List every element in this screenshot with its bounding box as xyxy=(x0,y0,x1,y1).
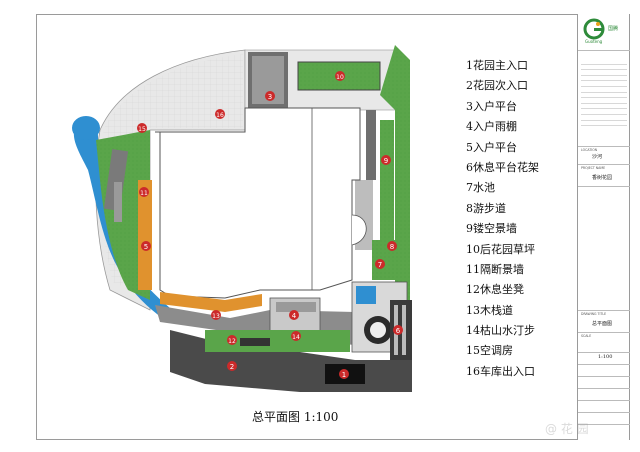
plan-markers: 1 2 3 4 5 6 7 8 9 10 11 12 13 14 15 16 xyxy=(137,71,403,379)
marker-3: 3 xyxy=(265,91,275,101)
marker-16: 16 xyxy=(215,109,225,119)
legend-item: 7水池 xyxy=(466,181,495,195)
site-plan: 1 2 3 4 5 6 7 8 9 10 11 12 13 14 15 16 xyxy=(72,45,412,392)
svg-text:6: 6 xyxy=(396,327,401,335)
legend-item: 15空调房 xyxy=(466,344,513,358)
legend-item: 13木栈道 xyxy=(466,303,513,317)
pond xyxy=(72,116,100,140)
marker-5: 5 xyxy=(141,241,151,251)
marker-13: 13 xyxy=(211,310,221,320)
wooden-deck-south xyxy=(160,292,262,312)
svg-text:14: 14 xyxy=(292,334,300,341)
svg-text:16: 16 xyxy=(216,112,224,119)
legend-item: 5入户平台 xyxy=(466,140,517,154)
svg-text:Guoteng: Guoteng xyxy=(585,39,603,44)
location-label: LOCATION xyxy=(581,148,598,152)
watermark: @ 花 园 xyxy=(545,422,589,436)
marker-12: 12 xyxy=(227,335,237,345)
drawing-title-value: 总平面图 xyxy=(592,321,613,327)
legend-item: 2花园次入口 xyxy=(466,79,528,93)
svg-text:15: 15 xyxy=(138,126,146,133)
marker-10: 10 xyxy=(335,71,345,81)
marker-14: 14 xyxy=(291,331,301,341)
building-footprint xyxy=(155,107,361,299)
project-value: 香树花园 xyxy=(592,175,613,181)
svg-text:13: 13 xyxy=(212,313,220,320)
stream-water xyxy=(73,122,175,322)
marker-11: 11 xyxy=(139,187,149,197)
right-garden-strip xyxy=(380,45,410,300)
svg-text:1: 1 xyxy=(342,371,346,379)
svg-text:3: 3 xyxy=(268,93,272,101)
svg-text:8: 8 xyxy=(390,243,394,251)
plan-title: 总平面图 1:100 xyxy=(252,410,339,424)
svg-text:11: 11 xyxy=(140,190,148,197)
legend-item: 3入户平台 xyxy=(466,99,517,113)
svg-text:10: 10 xyxy=(336,74,344,81)
marker-15: 15 xyxy=(137,123,147,133)
marker-1: 1 xyxy=(339,369,349,379)
svg-text:7: 7 xyxy=(378,261,382,269)
notes-block xyxy=(581,62,627,131)
legend-item: 14枯山水汀步 xyxy=(466,324,535,338)
svg-text:12: 12 xyxy=(228,338,236,345)
svg-text:5: 5 xyxy=(144,243,148,251)
drawing-title-label: DRAWING TITLE xyxy=(581,312,607,316)
svg-text:4: 4 xyxy=(292,312,297,320)
marker-7: 7 xyxy=(375,259,385,269)
legend-item: 1花园主入口 xyxy=(466,59,528,72)
legend-item: 8游步道 xyxy=(466,201,506,215)
marker-9: 9 xyxy=(381,155,391,165)
scale-value: 1:100 xyxy=(598,354,613,360)
legend-item: 16车库出入口 xyxy=(466,364,535,378)
wooden-deck-west xyxy=(138,180,152,290)
legend-item: 10后花园草坪 xyxy=(466,242,535,256)
marker-6: 6 xyxy=(393,325,403,335)
title-block: 国腾 Guoteng LOCATION 沙河 PROJECT NAME 香树花园… xyxy=(577,14,630,440)
legend-item: 4入户雨棚 xyxy=(466,120,517,134)
project-label: PROJECT NAME xyxy=(581,166,606,170)
marker-8: 8 xyxy=(387,241,397,251)
svg-text:9: 9 xyxy=(384,157,388,165)
company-logo: 国腾 Guoteng xyxy=(583,18,618,44)
svg-text:2: 2 xyxy=(230,363,234,371)
legend-list: 1花园主入口 2花园次入口 3入户平台 4入户雨棚 5入户平台 6休息平台花架 … xyxy=(466,56,576,382)
legend-item: 12休息坐凳 xyxy=(466,283,524,297)
legend-item: 9镂空景墙 xyxy=(466,222,517,236)
marker-2: 2 xyxy=(227,361,237,371)
svg-text:国腾: 国腾 xyxy=(608,25,618,32)
legend-item: 11隔断景墙 xyxy=(466,262,524,276)
legend-item: 6休息平台花架 xyxy=(466,160,539,174)
marker-4: 4 xyxy=(289,310,299,320)
scale-label: SCALE xyxy=(581,334,592,338)
location-value: 沙河 xyxy=(592,154,603,160)
